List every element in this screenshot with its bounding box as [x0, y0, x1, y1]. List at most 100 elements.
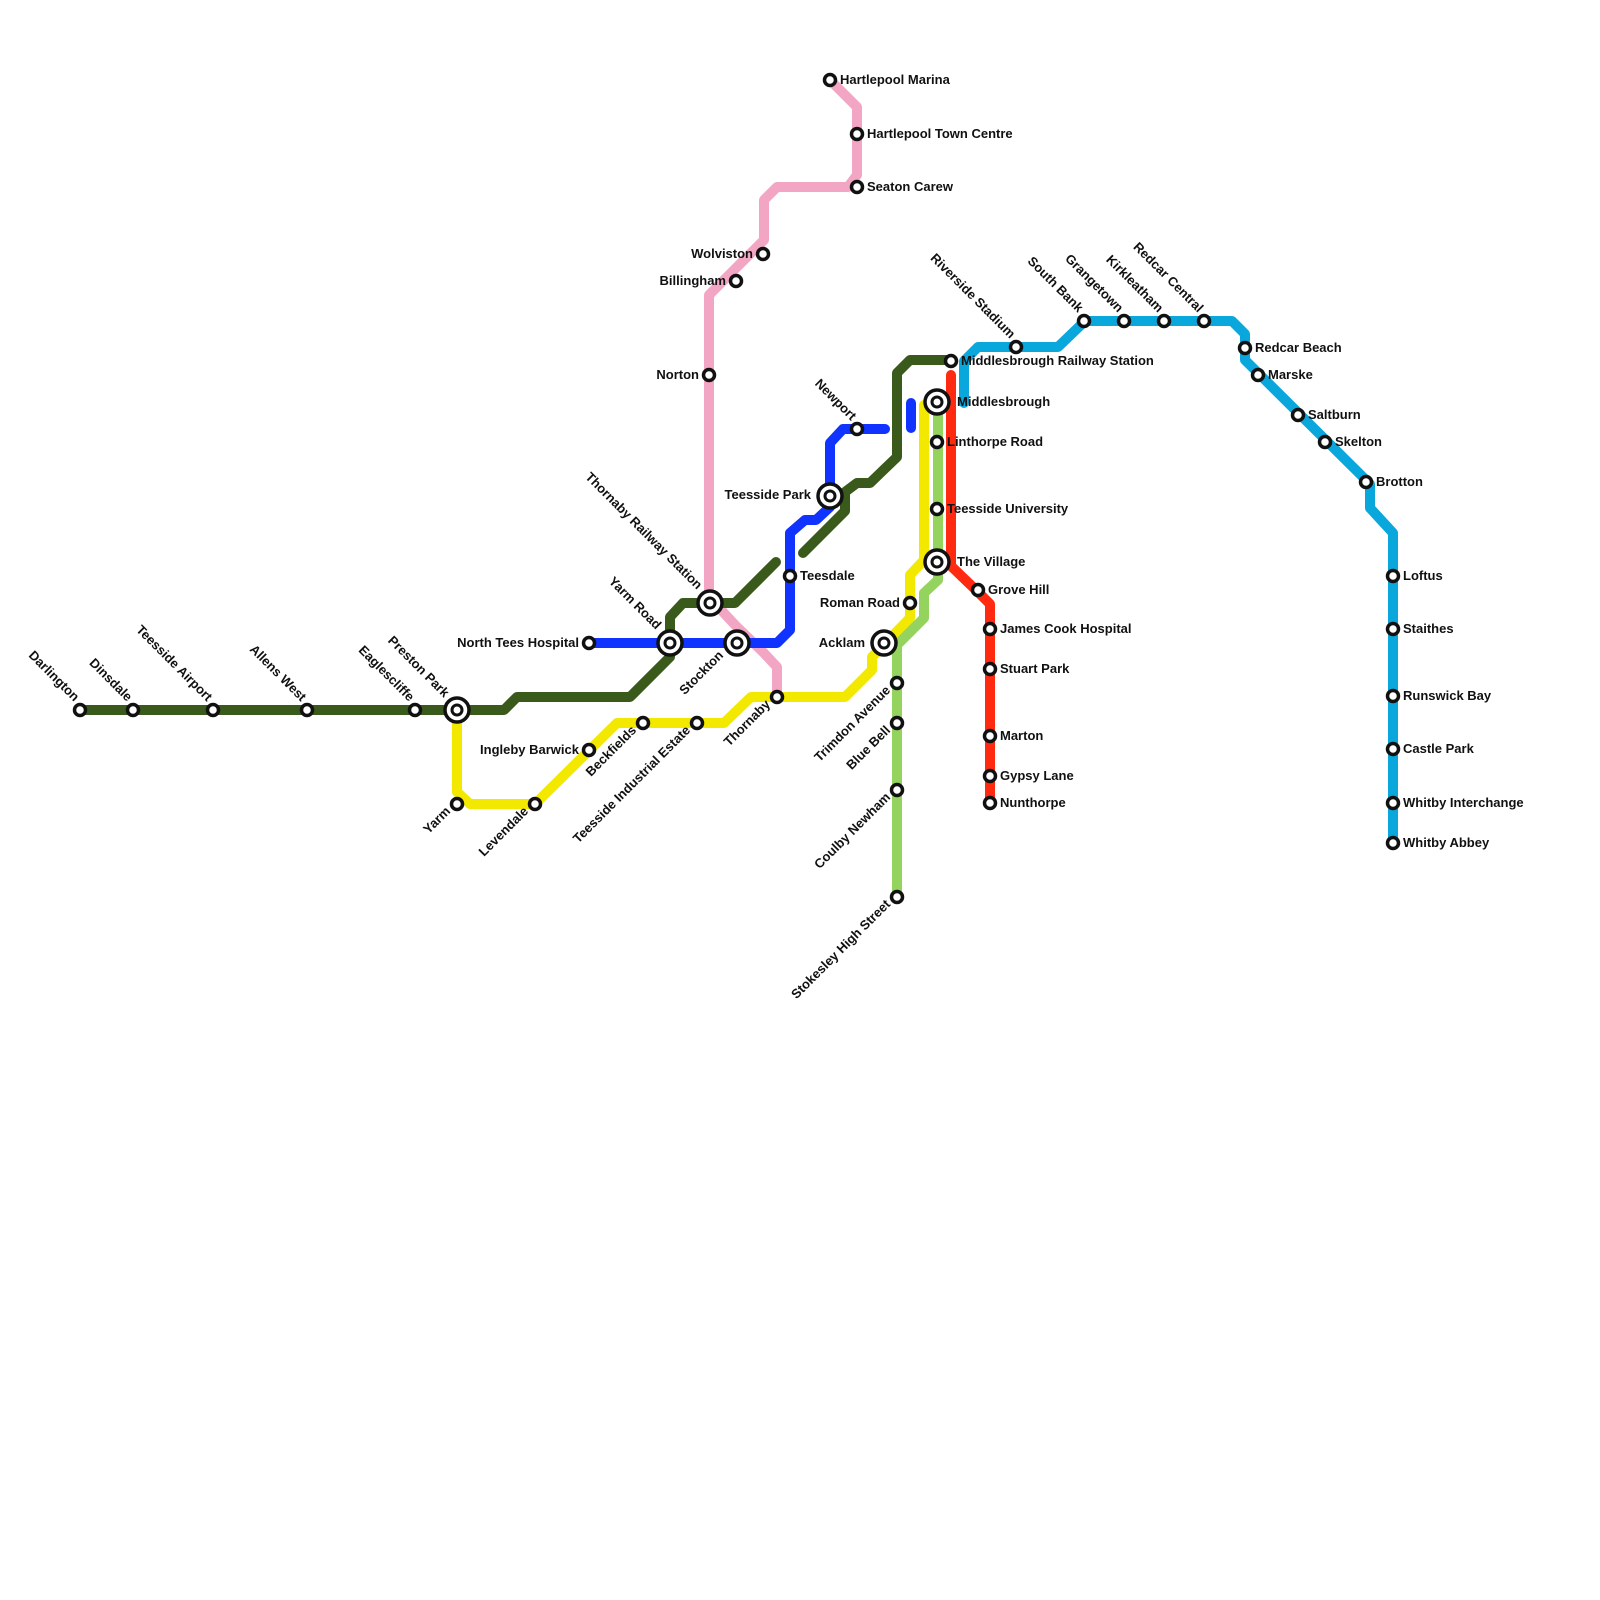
station-linthorpe-road[interactable]: Linthorpe Road [929, 434, 1044, 450]
station-stokesley-high-street[interactable]: Stokesley High Street [788, 889, 905, 1002]
station-label: Whitby Abbey [1403, 835, 1490, 850]
station-label: James Cook Hospital [1000, 621, 1132, 636]
station-label: Darlington [26, 648, 83, 705]
station-billingham[interactable]: Billingham [660, 273, 744, 289]
station-darlington[interactable]: Darlington [26, 648, 88, 718]
station-north-tees-hospital[interactable]: North Tees Hospital [457, 635, 597, 651]
station-allens-west[interactable]: Allens West [247, 642, 315, 718]
station-label: Whitby Interchange [1403, 795, 1524, 810]
station-whitby-abbey[interactable]: Whitby Abbey [1385, 835, 1490, 851]
station-label: Hartlepool Town Centre [867, 126, 1013, 141]
station-label: Yarm [420, 804, 453, 837]
station-marske[interactable]: Marske [1250, 367, 1313, 383]
station-label: Ingleby Barwick [480, 742, 580, 757]
station-label: Thornaby Railway Station [583, 469, 706, 592]
station-thornaby-railway-station[interactable]: Thornaby Railway Station [583, 469, 724, 617]
station-teesside-park[interactable]: Teesside Park [725, 482, 844, 510]
station-label: Seaton Carew [867, 179, 954, 194]
station-label: Stokesley High Street [788, 896, 894, 1002]
station-acklam[interactable]: Acklam [819, 629, 898, 657]
station-label: Wolviston [691, 246, 753, 261]
station-label: Levendale [476, 804, 532, 860]
station-label: Roman Road [820, 595, 900, 610]
station-label: Saltburn [1308, 407, 1361, 422]
station-wolviston[interactable]: Wolviston [691, 246, 771, 262]
station-label: Brotton [1376, 474, 1423, 489]
station-label: Runswick Bay [1403, 688, 1492, 703]
station-label: Acklam [819, 635, 865, 650]
station-nunthorpe[interactable]: Nunthorpe [982, 795, 1066, 811]
station-label: Allens West [247, 642, 310, 705]
stations: Darlington Dinsdale Teesside Airport All… [26, 72, 1524, 1002]
station-label: Grove Hill [988, 582, 1049, 597]
station-brotton[interactable]: Brotton [1358, 474, 1423, 490]
station-label: Teesside Industrial Estate [570, 723, 693, 846]
station-label: Marske [1268, 367, 1313, 382]
station-whitby-interchange[interactable]: Whitby Interchange [1385, 795, 1524, 811]
station-label: Marton [1000, 728, 1043, 743]
station-label: Linthorpe Road [947, 434, 1043, 449]
station-teesdale[interactable]: Teesdale [782, 568, 855, 584]
station-label: Teesside Park [725, 487, 812, 502]
station-the-village[interactable]: The Village [923, 548, 1025, 576]
station-label: Billingham [660, 273, 726, 288]
station-label: Redcar Beach [1255, 340, 1342, 355]
lightgreen-line [892, 398, 943, 902]
station-newport[interactable]: Newport [812, 376, 865, 437]
station-label: Skelton [1335, 434, 1382, 449]
station-label: Gypsy Lane [1000, 768, 1074, 783]
station-hartlepool-town-centre[interactable]: Hartlepool Town Centre [849, 126, 1013, 142]
station-label: Teesdale [800, 568, 855, 583]
station-hartlepool-marina[interactable]: Hartlepool Marina [822, 72, 951, 88]
station-label: Norton [656, 367, 699, 382]
station-label: North Tees Hospital [457, 635, 579, 650]
station-label: Redcar Central [1130, 239, 1206, 315]
station-teesside-industrial-estate[interactable]: Teesside Industrial Estate [570, 715, 705, 846]
station-coulby-newham[interactable]: Coulby Newham [811, 782, 905, 872]
station-seaton-carew[interactable]: Seaton Carew [849, 179, 954, 195]
station-label: Middlesbrough [957, 394, 1050, 409]
station-label: Yarm Road [606, 573, 665, 632]
station-label: Riverside Stadium [928, 250, 1019, 341]
station-label: Coulby Newham [811, 790, 893, 872]
station-teesside-university[interactable]: Teesside University [929, 501, 1069, 517]
station-stuart-park[interactable]: Stuart Park [982, 661, 1071, 677]
station-label: Teesside University [947, 501, 1069, 516]
station-middlesbrough-railway-station[interactable]: Middlesbrough Railway Station [943, 353, 1154, 369]
station-teesside-airport[interactable]: Teesside Airport [133, 622, 221, 718]
station-label: Loftus [1403, 568, 1443, 583]
station-skelton[interactable]: Skelton [1317, 434, 1383, 450]
station-roman-road[interactable]: Roman Road [820, 595, 918, 611]
station-norton[interactable]: Norton [656, 367, 717, 383]
station-runswick-bay[interactable]: Runswick Bay [1385, 688, 1492, 704]
station-label: Dinsdale [87, 655, 136, 704]
station-label: Castle Park [1403, 741, 1475, 756]
station-staithes[interactable]: Staithes [1385, 621, 1454, 637]
station-riverside-stadium[interactable]: Riverside Stadium [928, 250, 1024, 355]
station-grove-hill[interactable]: Grove Hill [970, 582, 1050, 598]
station-label: Stuart Park [1000, 661, 1070, 676]
station-middlesbrough[interactable]: Middlesbrough [923, 388, 1050, 416]
station-yarm[interactable]: Yarm [420, 796, 465, 837]
yellow-line [452, 400, 929, 809]
station-label: Stockton [676, 647, 726, 697]
darkgreen-line-east [798, 355, 955, 558]
station-label: Teesside Airport [133, 622, 216, 705]
station-label: Hartlepool Marina [840, 72, 951, 87]
station-castle-park[interactable]: Castle Park [1385, 741, 1475, 757]
station-ingleby-barwick[interactable]: Ingleby Barwick [480, 742, 597, 758]
station-loftus[interactable]: Loftus [1385, 568, 1443, 584]
station-label: Middlesbrough Railway Station [961, 353, 1154, 368]
station-label: Nunthorpe [1000, 795, 1066, 810]
station-label: Newport [812, 376, 860, 424]
station-marton[interactable]: Marton [982, 728, 1044, 744]
station-saltburn[interactable]: Saltburn [1290, 407, 1361, 423]
station-gypsy-lane[interactable]: Gypsy Lane [982, 768, 1074, 784]
station-james-cook-hospital[interactable]: James Cook Hospital [982, 621, 1132, 637]
station-label: Staithes [1403, 621, 1454, 636]
cyan-line [959, 316, 1398, 850]
station-redcar-beach[interactable]: Redcar Beach [1237, 340, 1342, 356]
station-label: The Village [957, 554, 1025, 569]
blue-line [583, 424, 890, 648]
